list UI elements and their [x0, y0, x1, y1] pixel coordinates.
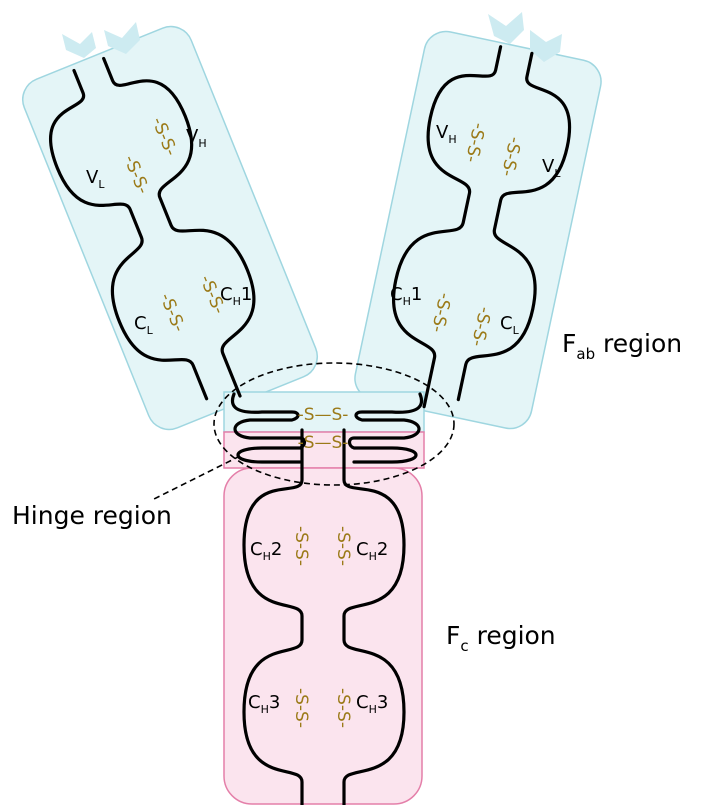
hinge-disulfide-top: -S—S- — [298, 405, 349, 425]
fab-region-label: Fab region — [562, 329, 682, 363]
fc-region-label: Fc region — [446, 621, 556, 655]
hinge-disulfide-bottom: -S—S- — [298, 433, 349, 453]
disulfide-bond: -S-S- — [333, 526, 353, 566]
left-fab-box — [16, 20, 324, 436]
disulfide-bond: -S-S- — [291, 688, 311, 728]
disulfide-bond: -S-S- — [291, 526, 311, 566]
disulfide-bond: -S-S- — [333, 688, 353, 728]
right-fab-box — [351, 27, 605, 432]
hinge-region-label: Hinge region — [12, 501, 172, 530]
